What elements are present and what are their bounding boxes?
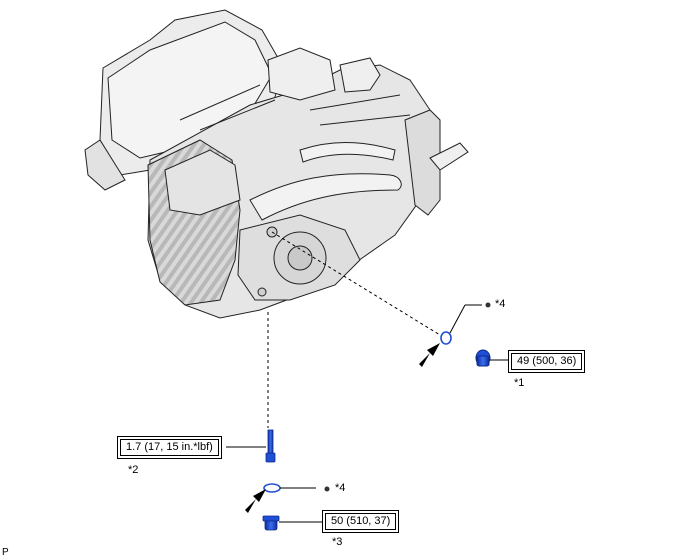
reuse-dot-icon	[324, 486, 330, 492]
reuse-dot-icon	[485, 302, 491, 308]
callout-3: *3	[332, 536, 343, 548]
torque-value: 50 (510, 37)	[325, 513, 397, 530]
gasket-upper	[440, 302, 491, 345]
callout-1: *1	[514, 377, 525, 389]
leader-drain-plug	[271, 231, 441, 336]
callout-4-upper: *4	[495, 298, 506, 310]
torque-box-refill-plug: 50 (510, 37)	[322, 510, 400, 533]
arrow-icon	[419, 343, 440, 367]
figure-reference: P	[2, 547, 9, 558]
callout-2: *2	[128, 464, 139, 476]
bolt	[265, 429, 276, 463]
refill-plug	[262, 515, 280, 531]
torque-box-drain-plug: 49 (500, 36)	[508, 350, 586, 373]
torque-value: 49 (500, 36)	[511, 353, 583, 370]
transmission-housing	[84, 9, 469, 319]
torque-box-bolt: 1.7 (17, 15 in.*lbf)	[117, 436, 222, 459]
drain-plug	[475, 349, 491, 367]
callout-4-lower: *4	[335, 482, 346, 494]
gasket-lower	[263, 483, 330, 493]
arrow-icon	[245, 489, 266, 513]
torque-value: 1.7 (17, 15 in.*lbf)	[120, 439, 219, 456]
leader-lines	[267, 231, 441, 428]
